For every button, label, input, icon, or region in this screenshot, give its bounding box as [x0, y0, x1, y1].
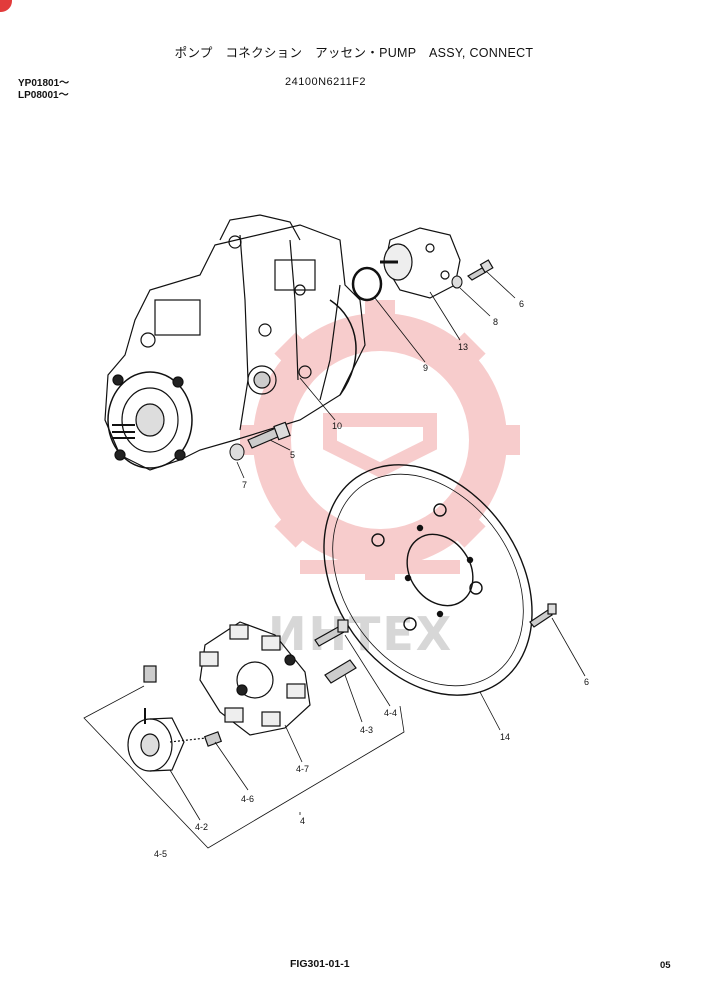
gear-pump-13 — [380, 227, 461, 299]
set-screw-4-5 — [143, 665, 157, 683]
callout-labels: 6 8 13 9 10 5 7 6 14 4-4 4-3 4-7 4-6 4-2… — [154, 299, 589, 859]
serial-range-2: LP08001～ — [18, 90, 69, 101]
washer-7 — [229, 443, 245, 461]
leader-lines — [83, 271, 586, 849]
washer-8 — [451, 275, 463, 289]
callout-4-5: 4-5 — [154, 849, 167, 859]
callout-4: 4 — [300, 816, 305, 826]
coupling-4-7 — [199, 621, 311, 736]
bolt-4-4 — [314, 619, 349, 647]
hub-4-2 — [127, 708, 185, 772]
page-number: 05 — [660, 960, 671, 971]
callout-4-2: 4-2 — [195, 822, 208, 832]
callout-9: 9 — [423, 363, 428, 373]
callout-4-7: 4-7 — [296, 764, 309, 774]
callout-6-lower: 6 — [584, 677, 589, 687]
bolt-5 — [247, 421, 291, 449]
callout-5: 5 — [290, 450, 295, 460]
callout-7: 7 — [242, 480, 247, 490]
callout-14: 14 — [500, 732, 510, 742]
callout-13: 13 — [458, 342, 468, 352]
callout-8: 8 — [493, 317, 498, 327]
main-pump — [104, 214, 366, 471]
serial-range-1: YP01801～ — [18, 78, 70, 89]
watermark-logo — [240, 300, 520, 580]
callout-6-upper: 6 — [519, 299, 524, 309]
set-screw-4-6 — [169, 731, 223, 747]
pin-4-3 — [324, 659, 357, 684]
callout-4-3: 4-3 — [360, 725, 373, 735]
watermark-text: ИНТЕХ — [268, 607, 453, 661]
flywheel-housing-14 — [323, 464, 533, 696]
callout-4-6: 4-6 — [241, 794, 254, 804]
page-title: ポンプ コネクション アッセン・PUMP ASSY, CONNECT — [174, 46, 534, 60]
bolt-6-upper — [467, 259, 494, 281]
callout-10: 10 — [332, 421, 342, 431]
figure-number: FIG301-01-1 — [290, 958, 350, 970]
bolt-6-lower — [529, 603, 557, 628]
assembly-part-number: 24100N6211F2 — [285, 76, 367, 88]
o-ring-9 — [351, 266, 383, 302]
callout-4-4: 4-4 — [384, 708, 397, 718]
